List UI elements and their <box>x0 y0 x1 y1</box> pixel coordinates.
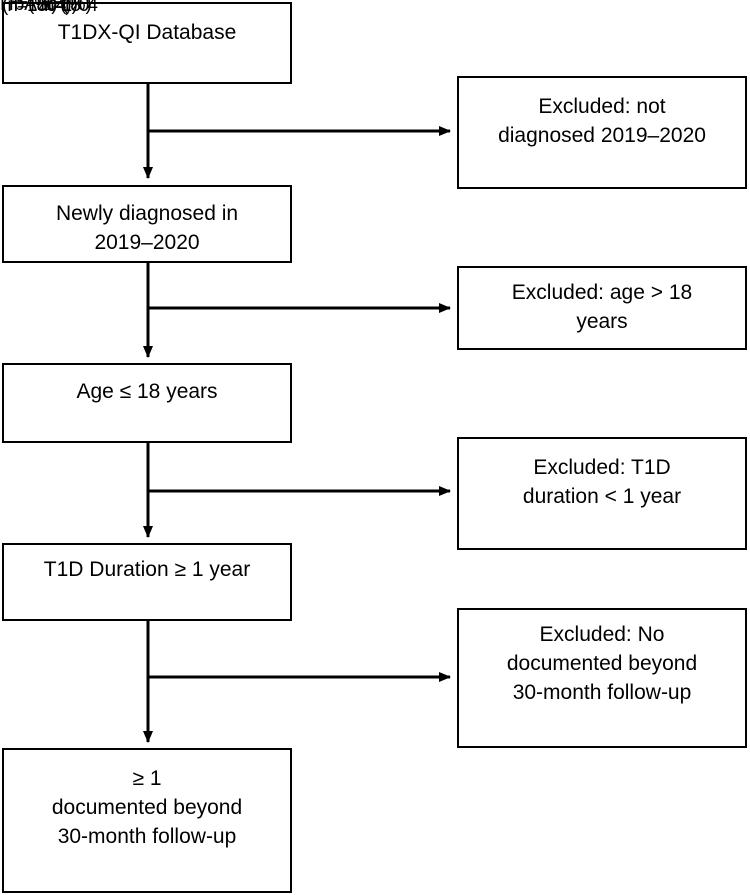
node-newly-diagnosed-label: Newly diagnosed in 2019–2020 <box>55 202 239 254</box>
node-excluded-not-diagnosed: Excluded: not diagnosed 2019–2020 <box>457 76 747 189</box>
node-final-cohort-label: ≥ 1 documented beyond 30-month follow-up <box>51 767 243 848</box>
node-excluded-not-diagnosed-label: Excluded: not diagnosed 2019–2020 <box>498 95 706 147</box>
node-source-label: T1DX-QI Database <box>57 21 237 44</box>
node-excluded-age-label: Excluded: age > 18 years <box>511 281 693 333</box>
node-final-cohort: ≥ 1 documented beyond 30-month follow-up <box>2 748 292 893</box>
node-excluded-age: Excluded: age > 18 years <box>457 266 747 350</box>
node-newly-diagnosed: Newly diagnosed in 2019–2020 <box>2 185 292 263</box>
node-age-eligible-label: Age ≤ 18 years <box>76 380 218 403</box>
node-age-eligible: Age ≤ 18 years <box>2 363 292 443</box>
node-duration-eligible: T1D Duration ≥ 1 year <box>2 543 292 621</box>
node-excluded-duration: Excluded: T1D duration < 1 year <box>457 437 747 550</box>
node-excluded-followup-label: Excluded: No documented beyond 30-month … <box>506 623 698 704</box>
node-excluded-followup: Excluded: No documented beyond 30-month … <box>457 608 747 748</box>
node-excluded-duration-label: Excluded: T1D duration < 1 year <box>522 456 682 508</box>
node-source: T1DX-QI Database <box>2 2 292 84</box>
node-duration-eligible-label: T1D Duration ≥ 1 year <box>43 558 251 581</box>
